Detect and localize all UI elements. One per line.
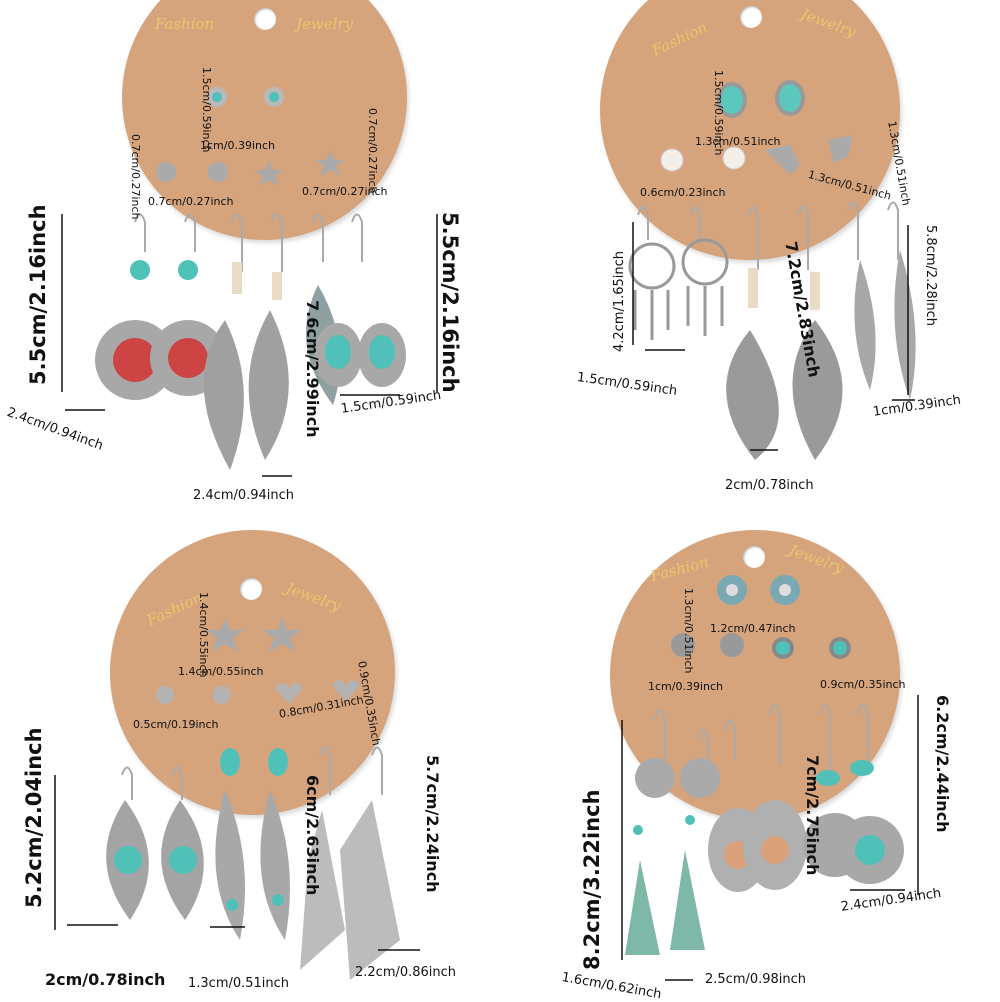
kraft-display-card <box>110 530 395 815</box>
hook-wires <box>134 213 363 272</box>
leaf-earrings <box>203 262 289 470</box>
dimension-label: 1.3cm/0.51inch <box>188 976 290 991</box>
brand-text-jewelry: Jewelry <box>296 15 354 33</box>
dimension-label: 0.7cm/0.27inch <box>366 108 379 194</box>
dimension-label: 0.9cm/0.35inch <box>820 678 906 691</box>
dimension-label: 5.2cm/2.04inch <box>22 727 46 908</box>
card-hole <box>254 8 276 30</box>
dimension-label: 1.3cm/0.51inch <box>695 135 781 148</box>
dimension-label: 0.7cm/0.27inch <box>129 134 142 220</box>
earrings-illustration <box>54 618 420 980</box>
dimension-label: 5.5cm/2.16inch <box>26 204 50 385</box>
dimension-lines <box>54 775 420 951</box>
mandala-teardrop-earrings <box>708 800 807 892</box>
dimension-label: 0.7cm/0.27inch <box>302 185 388 198</box>
tree-and-turquoise-studs <box>671 633 851 659</box>
dimension-label: 1.3cm/0.51inch <box>682 588 695 674</box>
dimension-label: 4.2cm/1.65inch <box>612 250 627 352</box>
dimension-label: 6cm/2.63inch <box>303 775 322 896</box>
card-hole <box>743 546 765 568</box>
dimension-label: 2cm/0.78inch <box>45 970 166 989</box>
dimension-label: 1.4cm/0.55inch <box>178 665 264 678</box>
earring-set-panel-3: Fashion Jewelry 1.4cm/0.55inch 1.4cm/0.5… <box>0 500 500 1000</box>
brand-text-fashion: Fashion <box>155 15 215 33</box>
starfish-studs <box>206 618 301 652</box>
dimension-lines <box>621 695 919 981</box>
earring-set-panel-4: Fashion Jewelry 1.3cm/0.51inch 1.2cm/0.4… <box>500 500 1000 1002</box>
earrings-illustration <box>61 87 438 477</box>
hook-wires <box>654 704 869 775</box>
round-medallion-earrings <box>95 260 226 400</box>
dimension-label: 0.6cm/0.23inch <box>640 186 726 199</box>
ball-and-heart-studs <box>156 680 360 704</box>
card-hole <box>740 6 762 28</box>
dimension-label: 2.5cm/0.98inch <box>705 972 807 987</box>
dimension-lines <box>61 214 438 477</box>
dimension-label: 2.2cm/0.86inch <box>355 965 457 980</box>
hook-wires <box>121 746 383 800</box>
marquise-turquoise-earrings <box>106 800 204 920</box>
earrings-illustration <box>621 575 919 981</box>
dimension-label: 5.7cm/2.24inch <box>423 755 442 893</box>
dimension-label: 1.2cm/0.47inch <box>710 622 796 635</box>
kraft-display-card <box>122 0 407 240</box>
oval-turquoise-studs <box>717 80 805 118</box>
feather-turquoise-earrings <box>215 748 290 940</box>
large-leaf-earrings <box>726 268 843 460</box>
teardrop-turquoise-earrings <box>306 285 406 405</box>
dreamcatcher-earrings <box>628 238 729 340</box>
dimension-label: 5.8cm/2.28inch <box>923 225 938 327</box>
hook-wires <box>637 201 899 270</box>
dimension-label: 0.5cm/0.19inch <box>133 718 219 731</box>
dimension-label: 1cm/0.39inch <box>200 139 276 152</box>
tree-of-life-tassel-earrings <box>625 758 720 955</box>
dimension-label: 2cm/0.78inch <box>725 478 814 493</box>
flower-studs <box>717 575 800 605</box>
kraft-display-card <box>600 0 900 260</box>
round-turquoise-earrings <box>803 760 904 884</box>
earrings-illustration <box>628 80 916 460</box>
dimension-label: 7.6cm/2.99inch <box>303 300 322 438</box>
geometric-triangle-earrings <box>300 800 400 980</box>
dimension-label: 8.2cm/3.22inch <box>580 789 604 970</box>
card-hole <box>240 578 262 600</box>
dimension-label: 1cm/0.39inch <box>648 680 724 693</box>
dimension-label: 6.2cm/2.44inch <box>933 695 952 833</box>
dimension-lines <box>632 222 915 451</box>
dimension-label: 2.4cm/0.94inch <box>193 488 295 503</box>
dimension-label: 0.7cm/0.27inch <box>148 195 234 208</box>
earring-set-panel-1: Fashion Jewelry 1.5cm/0.59inch 1cm/0.39i… <box>0 0 500 503</box>
bird-studs <box>765 135 853 175</box>
dimension-label: 5.5cm/2.16inch <box>438 212 462 393</box>
arrow-stud-earrings <box>207 87 284 107</box>
pearl-studs <box>660 146 746 172</box>
feather-earrings <box>854 250 916 400</box>
dimension-label: 7cm/2.75inch <box>803 755 822 876</box>
small-stud-earrings <box>156 150 345 186</box>
earring-set-panel-2: Fashion Jewelry 1.5cm/0.59inch 1.3cm/0.5… <box>500 0 1000 500</box>
